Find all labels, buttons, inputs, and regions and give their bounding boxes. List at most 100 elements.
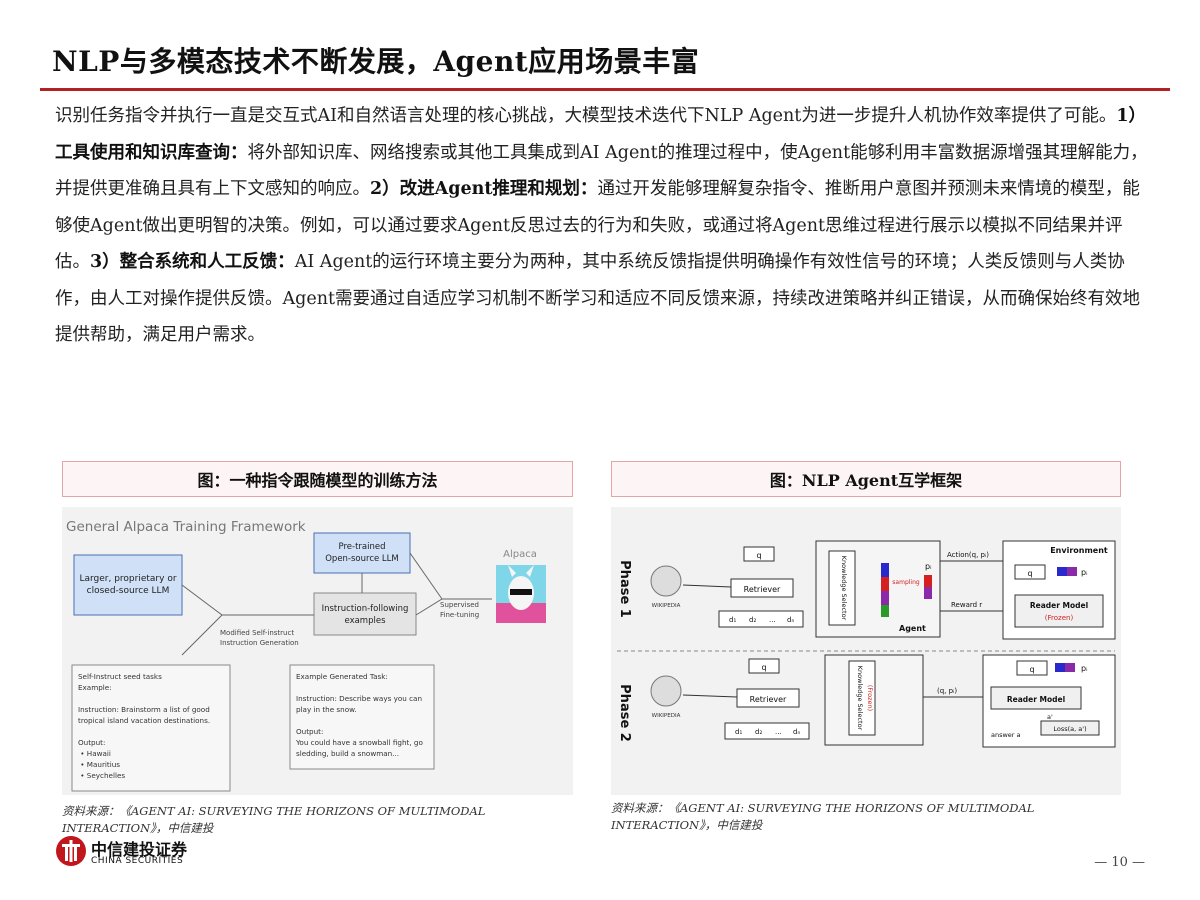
reader-query-box-2 [1016,660,1048,676]
wikipedia-globe-icon [650,565,682,597]
query-label-2: q [761,663,766,672]
loss-box [1040,720,1100,736]
seedtext-line: • Seychelles [78,771,125,780]
citic-logo-icon [56,836,86,866]
seedtext-line: • Hawaii [78,749,111,758]
reader-model-box-1 [1014,594,1104,628]
logo-en-text: CHINA SECURITIES [91,856,184,866]
environment-label: Environment [1050,546,1108,555]
reward-label: Reward r [951,601,982,609]
point-1-heading: 1）工具使用和知识库查询： [55,106,1147,163]
body-paragraph: 识别任务指令并执行一直是交互式AI和自然语言处理的核心挑战，大模型技术迭代下NL… [55,98,1155,354]
supervised-label-1: Supervised [440,601,479,609]
query-box-1 [743,546,775,562]
docn-label-2: dₙ [793,728,800,736]
gentext-line: You could have a snowball fight, go [295,738,423,747]
phase-1-label: Phase 1 [617,560,632,618]
reader-model-label-1: Reader Model [1030,601,1088,610]
doc2-label-2: d₂ [755,728,762,736]
knowledge-selector-box-2 [848,660,876,736]
gentext-line: Example Generated Task: [296,672,388,681]
agent-label: Agent [899,624,926,633]
left-figure-source: 资料来源：《AGENT AI: SURVEYING THE HORIZONS O… [62,803,485,837]
gentext-line: sledding, build a snowman... [296,749,399,758]
reader-bar-blue [1055,663,1065,672]
pi-label-1: pᵢ [925,562,932,571]
knowledge-selector-box-1 [828,550,856,626]
doc1-label-1: d₁ [729,616,736,624]
doc3-label-2: ... [775,728,782,736]
env-pi-label: pᵢ [1081,568,1088,577]
seedtext-line: Example: [78,683,112,692]
title-divider [40,88,1170,91]
right-source-line-2: INTERACTION》，中信建投 [611,818,763,832]
pretrained-llm-box [313,532,411,574]
point-1-text: 将外部知识库、网络搜索或其他工具集成到AI Agent的推理过程中，使Agent… [55,142,1148,200]
a-prime-label: a' [1047,713,1053,721]
action-label: Action(q, pᵢ) [947,551,989,559]
reader-bar-purple [1065,663,1075,672]
logo-cn-text: 中信建投证券 [91,840,188,859]
examples-label-1: Instruction-following [322,604,409,614]
frozen-label-2: (Frozen) [866,685,874,711]
seedtext-line: Self-Instruct seed tasks [78,672,162,681]
env-bar-blue [1057,567,1067,576]
docn-label-1: dₙ [787,616,794,624]
answer-label: answer a [991,731,1021,739]
connector-llm-examples [181,584,314,616]
left-figure-caption: 图：一种指令跟随模型的训练方法 [62,461,573,497]
pretrained-label-1: Pre-trained [339,542,386,552]
knowledge-selector-label-2: Knowledge Selector [856,666,864,731]
left-source-line-2: INTERACTION》，中信建投 [62,821,214,835]
modified-label-2: Instruction Generation [220,639,299,647]
alpaca-diagram: General Alpaca Training Framework Larger… [66,519,546,792]
pretrained-label-2: Open-source LLM [325,554,399,564]
seedtext-line: tropical island vacation destinations. [78,716,210,725]
point-3-text: AI Agent的运行环境主要分为两种，其中系统反馈指提供明确操作有效性信号的环… [55,252,1140,345]
wiki-label-2: WIKIPEDIA [652,713,681,719]
reader-pi-label: pᵢ [1081,664,1088,673]
doc2-label-1: d₂ [749,616,756,624]
intro-text: 识别任务指令并执行一直是交互式AI和自然语言处理的核心挑战，大模型技术迭代下NL… [55,106,1117,126]
gentext-line: Instruction: Describe ways you can [296,694,422,703]
page-number: — 10 — [1094,855,1145,870]
alpaca-label: Alpaca [503,549,537,560]
nlp-agent-diagram: Phase 1 WIKIPEDIA q Retriever d₁ d₂ ... … [617,540,1116,748]
doc-list-1: d₁ d₂ ... dₙ [718,610,804,628]
loss-label: Loss(a, a') [1053,725,1086,733]
env-query-label: q [1027,569,1032,578]
right-source-line-1: 资料来源：《AGENT AI: SURVEYING THE HORIZONS O… [611,801,1035,815]
seedtext-line [78,694,80,703]
alpaca-framework-figure: General Alpaca Training Framework Larger… [62,507,573,795]
sampling-bars [881,563,932,617]
doc-list-2: d₁ d₂ ... dₙ [724,722,810,740]
reader-model-box-2 [990,686,1082,710]
point-3-heading: 3）整合系统和人工反馈： [90,252,295,272]
knowledge-selector-label-1: Knowledge Selector [840,556,848,621]
sampling-label: sampling [892,579,920,586]
env-bar-purple [1067,567,1077,576]
framework-heading: General Alpaca Training Framework [66,519,306,535]
connector-seed [181,614,223,656]
gentext-line: Output: [296,727,323,736]
query-box-2 [748,658,780,674]
gentext-line: play in the snow. [296,705,357,714]
seed-tasks-box [71,664,231,792]
retriever-label-2: Retriever [750,695,787,704]
phase-2-label: Phase 2 [617,684,632,742]
seedtext-line [78,727,80,736]
gentext-line [296,716,298,725]
qpi-label: (q, pᵢ) [937,687,957,695]
examples-box [313,592,417,636]
doc3-label-1: ... [769,616,776,624]
closed-llm-label-1: Larger, proprietary or [79,574,176,584]
modified-label-1: Modified Self-instruct [220,629,294,637]
wiki-retriever-arrow-1 [682,584,732,588]
retriever-label-1: Retriever [744,585,781,594]
connector-pretrained-alpaca [409,552,443,600]
supervised-label-2: Fine-tuning [440,611,479,619]
china-securities-logo: 中信建投证券 CHINA SECURITIES [55,832,205,872]
query-label-1: q [756,551,761,560]
seedtext-line: • Mauritius [78,760,120,769]
